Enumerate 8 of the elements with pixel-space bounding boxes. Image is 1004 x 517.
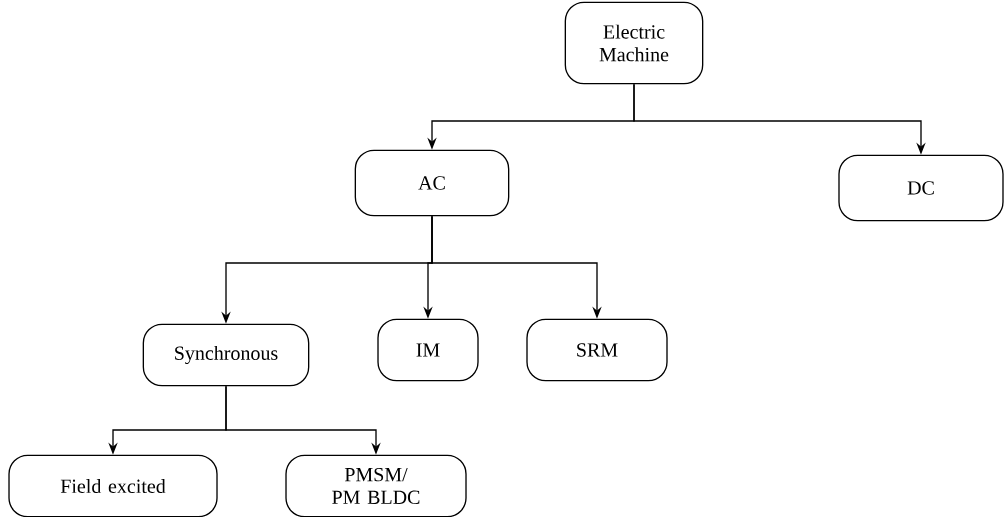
rounded-box: IM	[377, 318, 479, 382]
rounded-box: DC	[838, 154, 1004, 222]
rounded-box: Field excited	[8, 454, 218, 517]
rounded-box: SRM	[526, 318, 668, 382]
rounded-box: PMSM/ PM BLDC	[285, 454, 467, 517]
rounded-box: Synchronous	[142, 323, 310, 387]
rounded-box: AC	[354, 149, 510, 217]
rounded-box: Electric Machine	[564, 1, 704, 85]
